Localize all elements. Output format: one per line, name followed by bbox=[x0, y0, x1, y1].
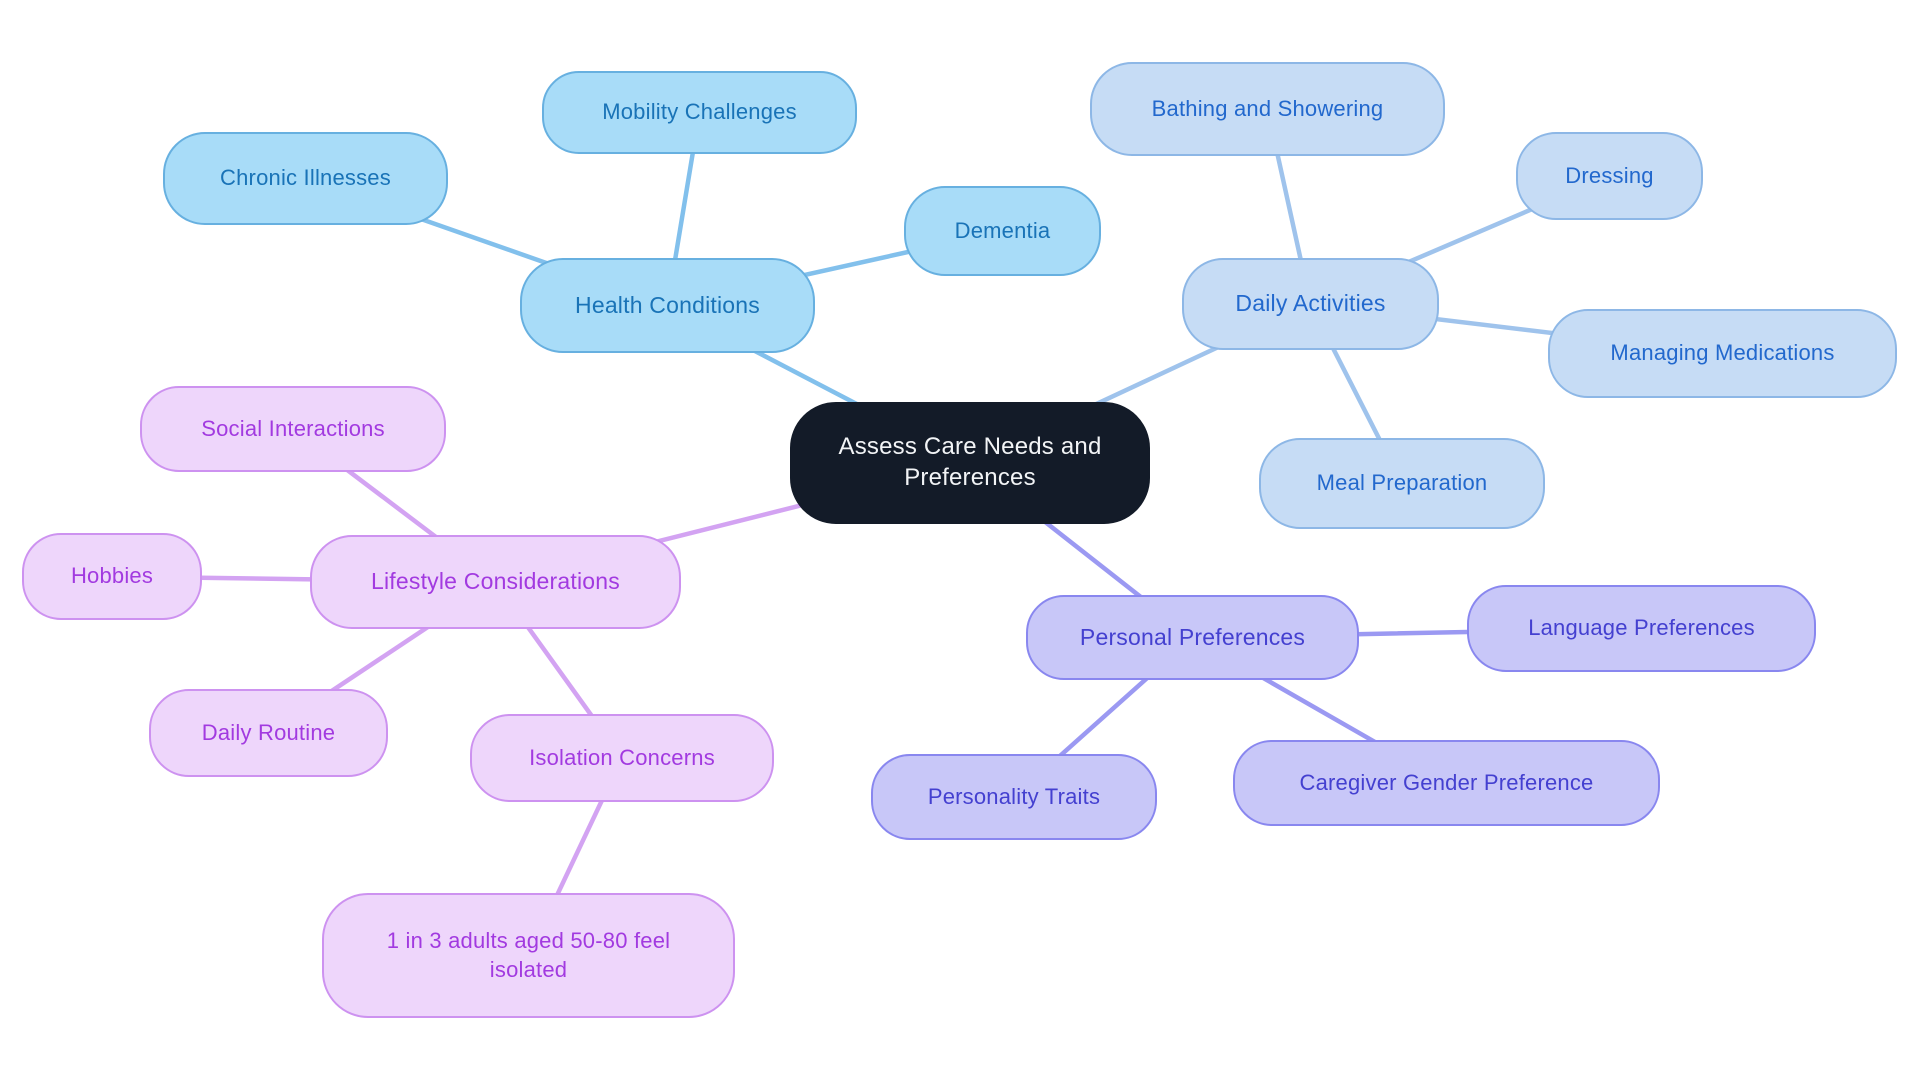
node-managing-medications[interactable]: Managing Medications bbox=[1548, 309, 1897, 398]
node-label-daily-routine: Daily Routine bbox=[201, 719, 336, 745]
node-personality-traits[interactable]: Personality Traits bbox=[871, 754, 1157, 840]
node-label-daily-activities: Daily Activities bbox=[1235, 290, 1386, 317]
node-label-mobility-challenges: Mobility Challenges bbox=[602, 99, 797, 125]
node-meal-preparation[interactable]: Meal Preparation bbox=[1259, 438, 1545, 529]
node-label-personality-traits: Personality Traits bbox=[927, 783, 1101, 809]
node-caregiver-gender-preference[interactable]: Caregiver Gender Preference bbox=[1233, 740, 1660, 826]
node-label-hobbies: Hobbies bbox=[70, 563, 154, 589]
node-label-chronic-illnesses: Chronic Illnesses bbox=[220, 165, 391, 191]
node-chronic-illnesses[interactable]: Chronic Illnesses bbox=[163, 132, 448, 225]
node-health-conditions[interactable]: Health Conditions bbox=[520, 258, 815, 353]
node-label-health-conditions: Health Conditions bbox=[575, 291, 760, 318]
node-label-dressing: Dressing bbox=[1565, 162, 1654, 188]
node-label-central: Assess Care Needs and Preferences bbox=[838, 433, 1102, 491]
node-hobbies[interactable]: Hobbies bbox=[22, 533, 202, 620]
node-label-caregiver-gender-preference: Caregiver Gender Preference bbox=[1299, 769, 1594, 795]
node-daily-routine[interactable]: Daily Routine bbox=[149, 689, 388, 777]
node-central[interactable]: Assess Care Needs and Preferences bbox=[790, 402, 1150, 524]
node-daily-activities[interactable]: Daily Activities bbox=[1182, 258, 1439, 350]
node-bathing-and-showering[interactable]: Bathing and Showering bbox=[1090, 62, 1445, 156]
node-language-preferences[interactable]: Language Preferences bbox=[1467, 585, 1816, 672]
node-label-meal-preparation: Meal Preparation bbox=[1316, 470, 1488, 496]
node-dementia[interactable]: Dementia bbox=[904, 186, 1101, 276]
node-label-isolation-concerns: Isolation Concerns bbox=[529, 744, 715, 770]
node-label-lifestyle-considerations: Lifestyle Considerations bbox=[371, 568, 620, 595]
node-label-isolation-stat: 1 in 3 adults aged 50-80 feel isolated bbox=[386, 928, 671, 982]
node-label-dementia: Dementia bbox=[954, 217, 1051, 243]
node-label-bathing-and-showering: Bathing and Showering bbox=[1151, 95, 1384, 121]
node-label-personal-preferences: Personal Preferences bbox=[1079, 623, 1306, 650]
node-label-managing-medications: Managing Medications bbox=[1610, 340, 1835, 366]
node-social-interactions[interactable]: Social Interactions bbox=[140, 386, 446, 472]
node-label-language-preferences: Language Preferences bbox=[1528, 615, 1755, 641]
node-dressing[interactable]: Dressing bbox=[1516, 132, 1703, 220]
node-lifestyle-considerations[interactable]: Lifestyle Considerations bbox=[310, 535, 681, 629]
node-mobility-challenges[interactable]: Mobility Challenges bbox=[542, 71, 857, 154]
node-isolation-stat[interactable]: 1 in 3 adults aged 50-80 feel isolated bbox=[322, 893, 735, 1018]
node-label-social-interactions: Social Interactions bbox=[201, 415, 385, 441]
node-personal-preferences[interactable]: Personal Preferences bbox=[1026, 595, 1359, 680]
node-isolation-concerns[interactable]: Isolation Concerns bbox=[470, 714, 774, 802]
